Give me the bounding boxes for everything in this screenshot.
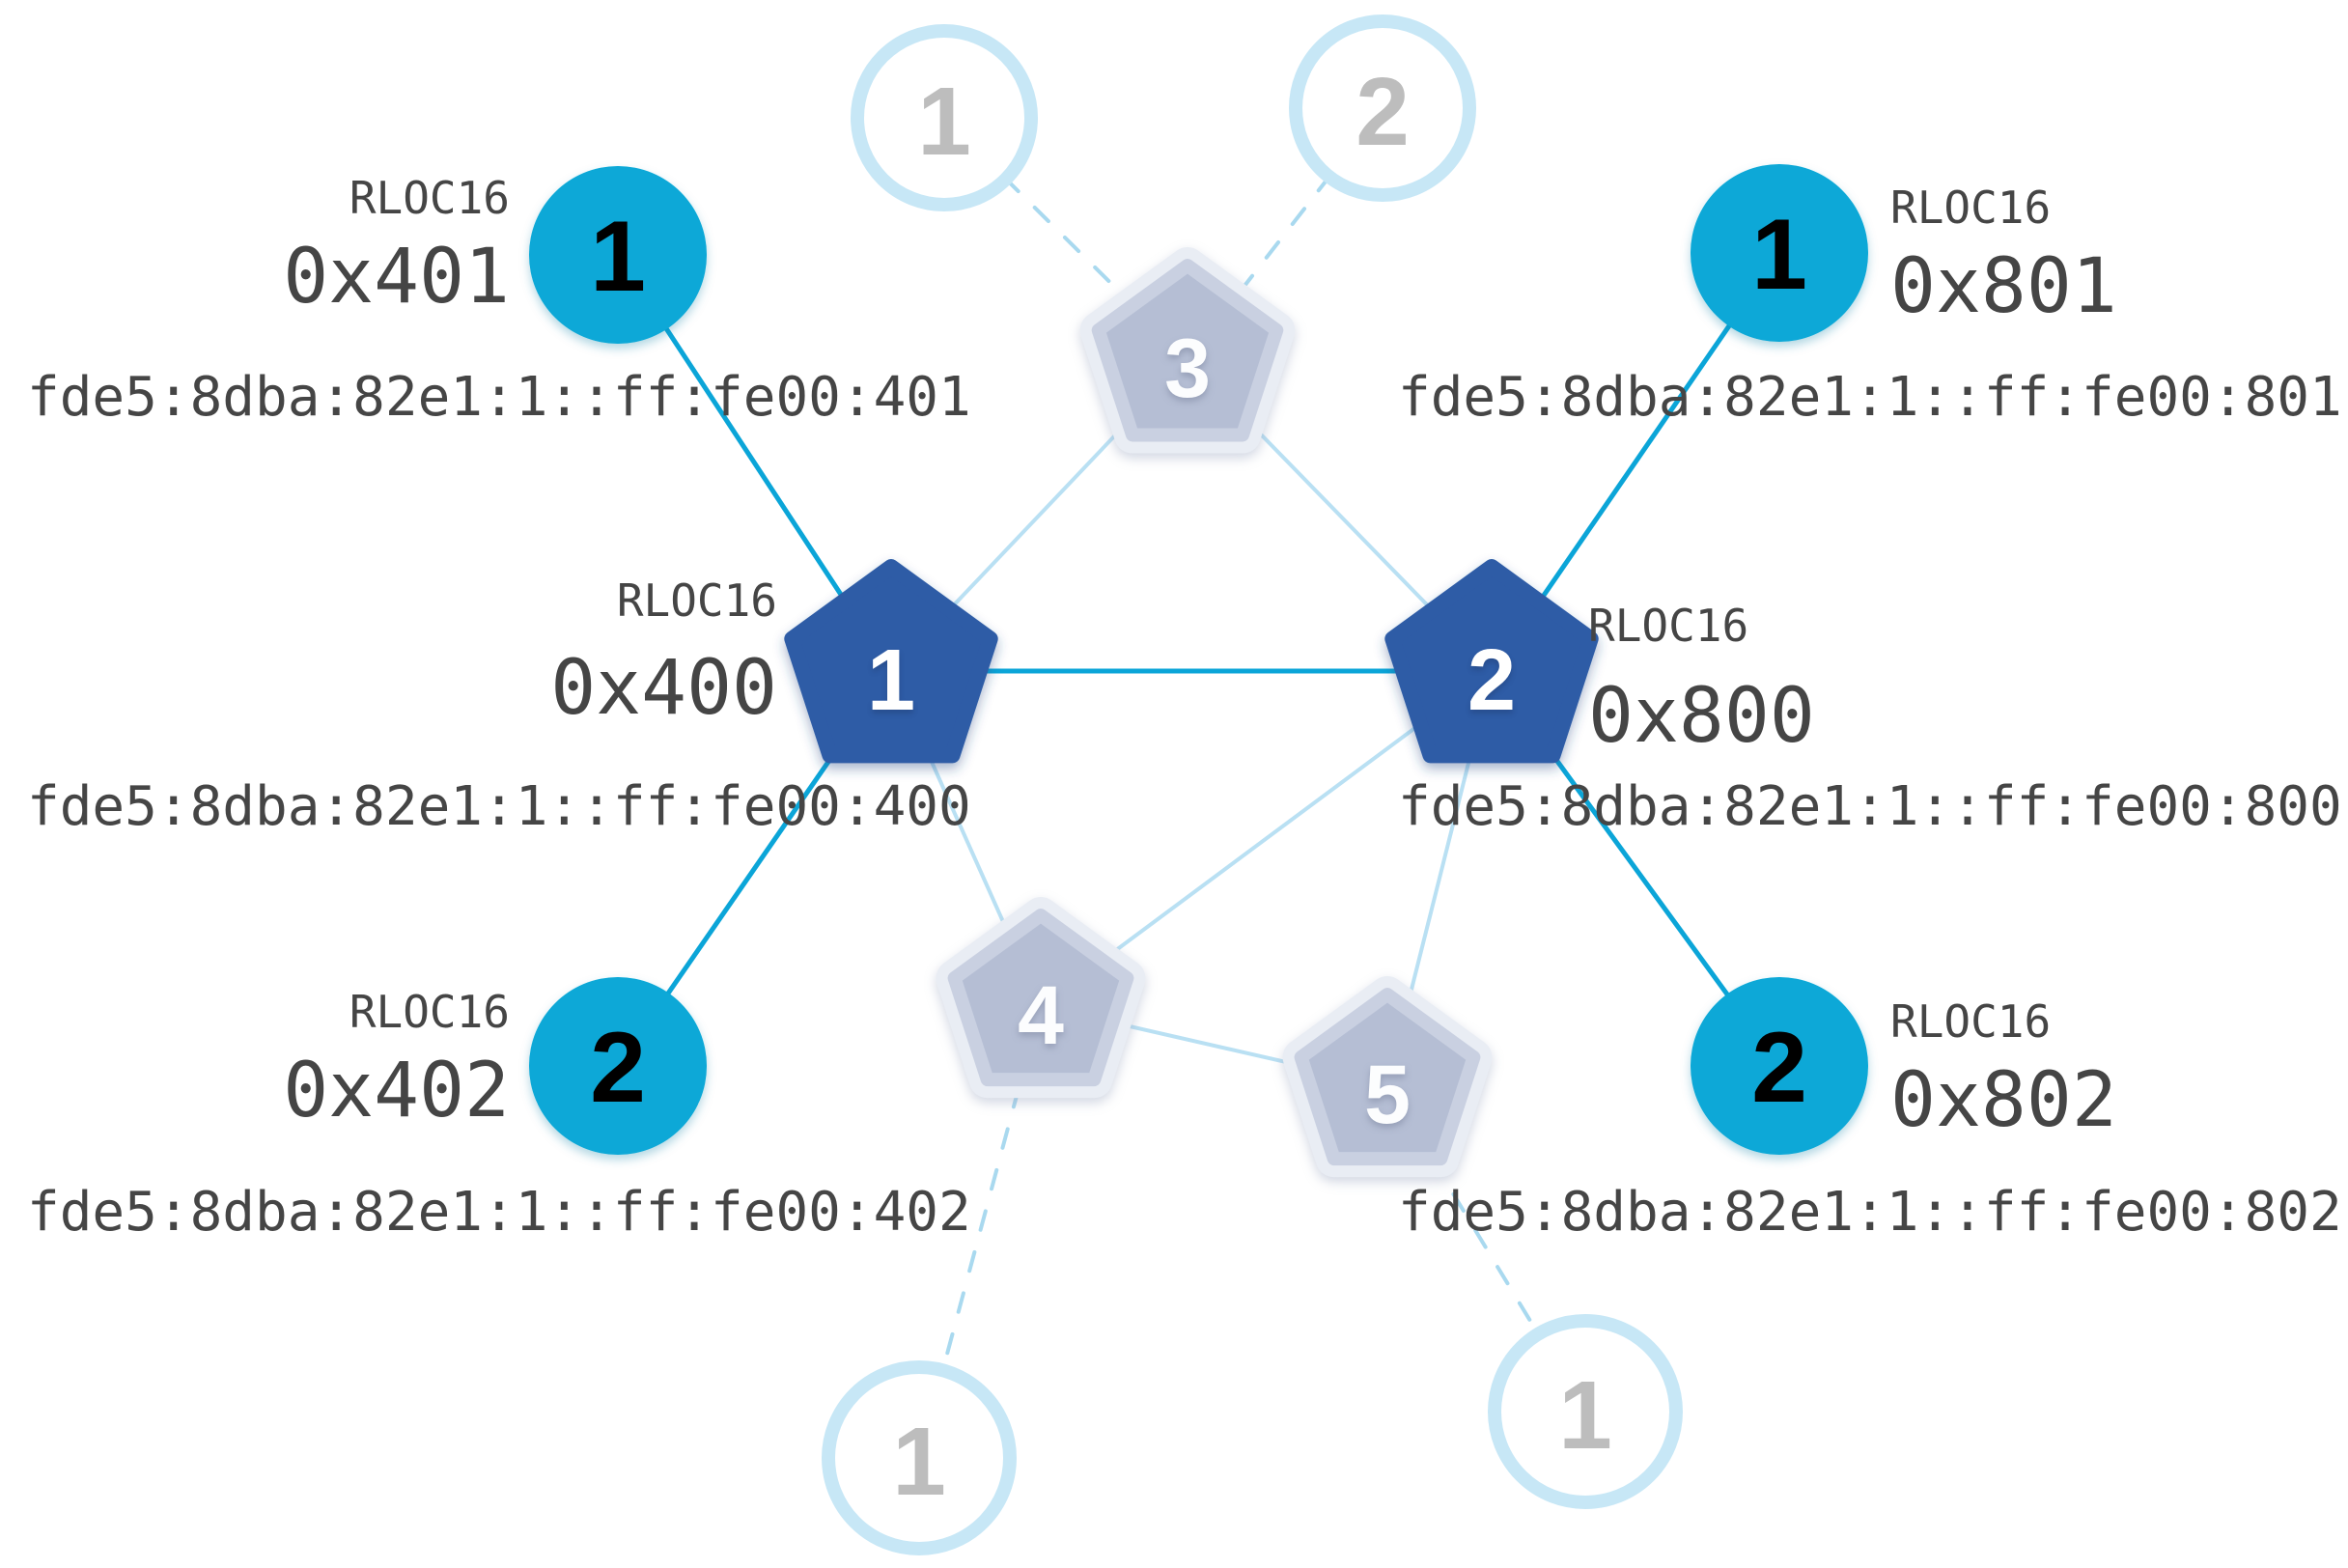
router-4-pentagon [947,909,1134,1087]
router-2-rloc16-label: RLOC16 [1588,600,1749,652]
child-801-shape [1691,164,1868,342]
child-801-rloc16-label: RLOC16 [1890,182,2052,234]
router-3-pentagon [1091,259,1284,442]
router-4-number: 4 [1018,969,1064,1062]
router-2-ipv6: fde5:8dba:82e1:1::ff:fe00:800 [1398,775,2342,838]
faded-child-bottom-right-shape [1488,1314,1683,1509]
child-802-shape [1691,977,1868,1155]
faded-child-top-2-number: 2 [1356,58,1410,166]
router-1-rloc16-label: RLOC16 [616,574,777,627]
router-1-number: 1 [866,632,916,729]
router-5-pentagon [1294,988,1481,1166]
child-802-rloc16-label: RLOC16 [1890,995,2052,1048]
router-2-shape [1384,559,1599,764]
router-1-ipv6: fde5:8dba:82e1:1::ff:fe00:400 [27,775,971,838]
faded-child-bottom-left-shape [822,1360,1017,1555]
router-2-number: 2 [1467,632,1517,729]
child-402-shape [529,977,707,1155]
router-1-rloc16-value: 0x400 [550,645,777,732]
mesh-nodes [529,14,1868,1555]
router-3-shape [1079,247,1296,454]
faded-child-bottom-left-number: 1 [892,1408,946,1516]
faded-child-top-2-shape [1289,14,1476,202]
router-1-shape [784,559,998,764]
child-402-rloc16-value: 0x402 [283,1048,510,1134]
router-5-number: 5 [1364,1049,1411,1141]
child-801-rloc16-value: 0x801 [1890,243,2117,330]
child-401-ipv6: fde5:8dba:82e1:1::ff:fe00:401 [27,366,971,429]
child-802-ipv6: fde5:8dba:82e1:1::ff:fe00:802 [1398,1181,2342,1244]
child-401-rloc16-value: 0x401 [283,234,510,321]
child-802-rloc16-value: 0x802 [1890,1057,2117,1144]
router-2-rloc16-value: 0x800 [1588,673,1815,760]
child-402-rloc16-label: RLOC16 [349,986,510,1038]
child-801-ipv6: fde5:8dba:82e1:1::ff:fe00:801 [1398,366,2342,429]
child-802-number: 2 [1751,1012,1807,1124]
child-401-rloc16-label: RLOC16 [349,172,510,224]
child-402-ipv6: fde5:8dba:82e1:1::ff:fe00:402 [27,1181,971,1244]
faded-child-top-1-number: 1 [917,68,971,176]
child-402-number: 2 [590,1012,646,1124]
router-3-number: 3 [1164,322,1211,415]
router-4-shape [936,897,1146,1099]
child-801-number: 1 [1751,199,1807,311]
faded-child-bottom-right-number: 1 [1558,1361,1612,1470]
child-401-number: 1 [590,201,646,313]
child-401-shape [529,166,707,344]
faded-child-top-1-shape [851,24,1038,211]
router-5-shape [1282,976,1493,1178]
